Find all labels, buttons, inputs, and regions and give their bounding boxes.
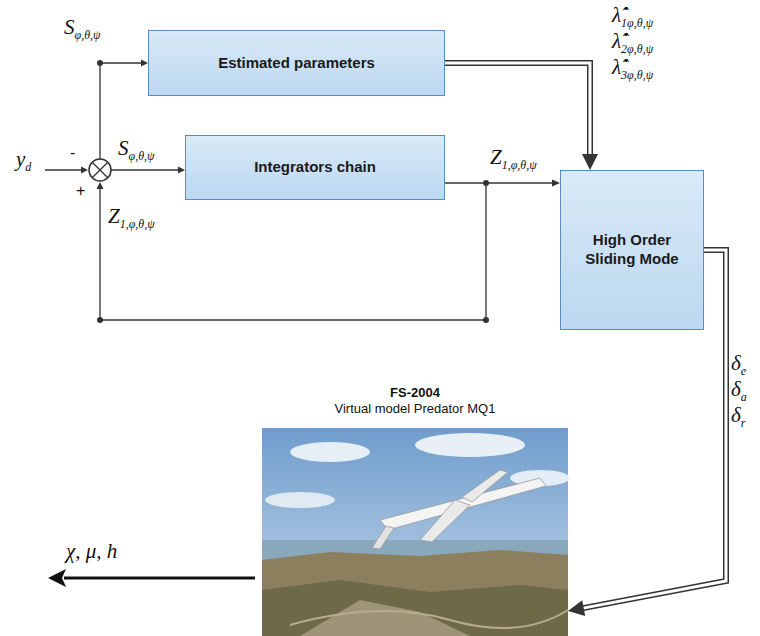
sign-mark-group: -	[70, 144, 75, 162]
junction-dot	[483, 317, 489, 323]
arrow-head	[48, 569, 66, 587]
arrow-head	[81, 167, 88, 174]
control-input-group: δe	[731, 352, 746, 375]
subscript: a	[741, 390, 747, 404]
signal-name-group: Z1,φ,θ,ψ	[490, 146, 537, 169]
signal-name-group: yd	[16, 148, 31, 171]
signal-name: S	[64, 15, 75, 39]
subscript: 1,φ,θ,ψ	[120, 217, 155, 231]
subscript: φ,θ,ψ	[75, 28, 101, 42]
subscript: r	[741, 416, 746, 430]
parameter-name: λ̂̇	[612, 3, 621, 27]
control-input-group: δa	[731, 378, 747, 401]
panel-subtitle: Virtual model Predator MQ1	[335, 401, 496, 417]
connector	[445, 180, 560, 187]
signal-name: S	[118, 136, 129, 160]
subscript: 1,φ,θ,ψ	[502, 158, 537, 172]
subscript: 3φ,θ,ψ	[621, 68, 653, 82]
control-input-group: δr	[731, 404, 745, 427]
output-signals-group: χ, μ, h	[66, 540, 117, 563]
arrow-head	[97, 182, 104, 189]
output-signals: χ, μ, h	[66, 539, 117, 563]
signal-line	[111, 169, 179, 170]
subscript: 1φ,θ,ψ	[621, 16, 653, 30]
signal-line	[100, 63, 142, 159]
control-input: δ	[731, 403, 741, 427]
arrow-head	[178, 167, 185, 174]
signal-name-group: Sφ,θ,ψ	[64, 16, 101, 39]
junction-dot	[97, 317, 103, 323]
parameter-name-group: λ̂̇2φ,θ,ψ	[612, 30, 653, 53]
junction-cross	[92, 162, 108, 178]
arrow-head	[141, 60, 148, 67]
simulator-picture	[262, 428, 570, 636]
controller-box: High Order Sliding Mode	[560, 170, 704, 330]
parameter-name: λ̂̇	[612, 55, 621, 79]
summing-junction	[89, 159, 111, 181]
process-box: Estimated parameters	[148, 30, 445, 96]
sign-mark: -	[70, 144, 75, 161]
box-label: Estimated parameters	[210, 50, 383, 77]
simulator-panel: FS-2004Virtual model Predator MQ1	[262, 385, 568, 636]
parameter-name-group: λ̂̇1φ,θ,ψ	[612, 4, 653, 27]
box-label: Integrators chain	[246, 154, 384, 181]
signal-name: Z	[108, 204, 120, 228]
panel-title: FS-2004	[390, 385, 440, 401]
double-connector	[445, 63, 598, 170]
control-input: δ	[731, 351, 741, 375]
junction-cross	[92, 162, 108, 178]
signal-name: y	[16, 147, 25, 171]
sign-mark: +	[76, 182, 85, 199]
junction-dot	[97, 60, 103, 66]
signal-name-group: Z1,φ,θ,ψ	[108, 205, 155, 228]
signal-name: Z	[490, 145, 502, 169]
subscript: φ,θ,ψ	[129, 149, 155, 163]
subscript: e	[741, 364, 746, 378]
subscript: 2φ,θ,ψ	[621, 42, 653, 56]
parameter-name: λ̂̇	[612, 29, 621, 53]
output-line	[64, 577, 255, 580]
sign-mark-group: +	[76, 182, 85, 200]
box-label: High Order Sliding Mode	[564, 227, 700, 273]
feedback-line	[100, 183, 486, 320]
signal-name-group: Sφ,θ,ψ	[118, 137, 155, 160]
parameter-name-group: λ̂̇3φ,θ,ψ	[612, 56, 653, 79]
control-input: δ	[731, 377, 741, 401]
process-box: Integrators chain	[185, 135, 445, 200]
input-line	[45, 169, 84, 170]
subscript: d	[25, 160, 31, 174]
